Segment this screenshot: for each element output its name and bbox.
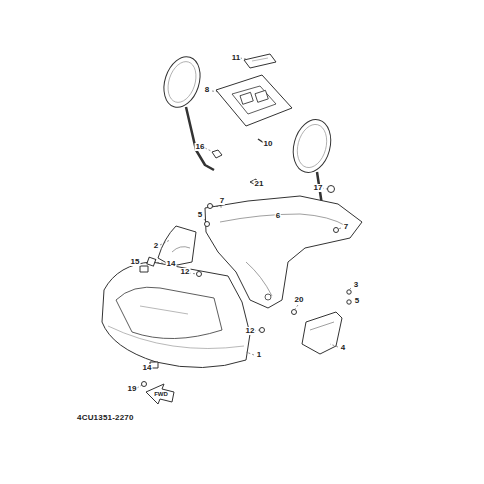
side-cover <box>302 312 342 354</box>
nut <box>328 186 335 193</box>
side-cover <box>158 226 196 266</box>
callout-number: 17 <box>313 184 324 192</box>
callout-number: 7 <box>219 197 225 205</box>
callout-number: 16 <box>195 143 206 151</box>
leader-lines <box>137 58 351 388</box>
mirror-stem <box>186 107 214 170</box>
callout-number: 7 <box>343 223 349 231</box>
callout-number: 20 <box>294 296 305 304</box>
callout-number: 12 <box>180 268 191 276</box>
callout-number: 4 <box>340 344 346 352</box>
front-cover <box>102 262 250 368</box>
callout-number: 11 <box>231 54 241 62</box>
nut <box>212 150 222 158</box>
meter-assembly <box>216 75 292 126</box>
callout-number: 5 <box>197 211 203 219</box>
drawing-code: 4CU1351-2270 <box>76 414 135 422</box>
direction-label: FWD <box>153 391 169 397</box>
callout-number: 21 <box>254 180 265 188</box>
callout-number: 2 <box>153 242 159 250</box>
plate <box>244 54 276 68</box>
callout-number: 19 <box>127 385 138 393</box>
callout-number: 3 <box>353 281 359 289</box>
callout-number: 1 <box>256 351 262 359</box>
callout-number: 8 <box>204 86 210 94</box>
callout-number: 14 <box>142 364 153 372</box>
callout-number: 10 <box>263 140 274 148</box>
callout-number: 12 <box>245 327 256 335</box>
mirror-right <box>288 115 337 176</box>
cover-opening <box>116 287 222 338</box>
callout-number: 5 <box>354 297 360 305</box>
callout-number: 15 <box>130 258 141 266</box>
callout-number: 6 <box>275 212 281 220</box>
mirror-left <box>158 52 206 112</box>
callout-number: 14 <box>166 260 177 268</box>
fwd-arrow <box>146 384 174 404</box>
